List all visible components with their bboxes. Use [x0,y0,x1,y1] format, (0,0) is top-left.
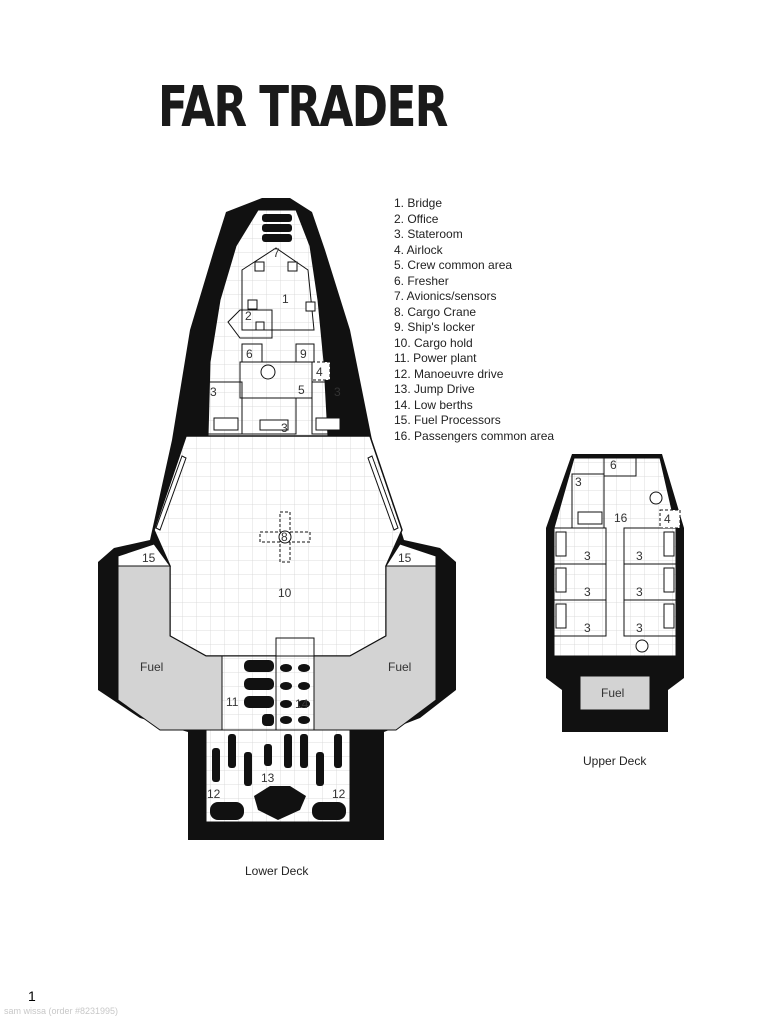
upper-deck-plan: 6 3 16 4 3 3 3 3 3 3 Fuel [546,454,684,732]
power-plant-units [244,660,274,726]
office-room [227,309,273,339]
room-label-13: 13 [261,771,275,785]
upper-room-label-3-r1: 3 [636,549,643,563]
legend-item: 15. Fuel Processors [394,413,501,427]
aft-corridor [275,637,315,657]
upper-fuel-tank [579,675,651,711]
room-label-4: 4 [316,365,323,379]
legend-item: 7. Avionics/sensors [394,289,497,303]
footer-watermark: sam wissa (order #8231995) [4,1006,119,1016]
bridge-room [241,247,315,331]
room-label-3-right: 3 [334,385,341,399]
upper-stateroom-beds [555,511,675,629]
avionics-consoles [262,214,292,242]
page-title: FAR TRADER [158,75,448,140]
passenger-table [649,491,663,505]
upper-room-label-3-l2: 3 [584,585,591,599]
room-label-5: 5 [298,383,305,397]
bridge-seats [247,261,316,312]
room-label-2: 2 [245,309,252,323]
manoeuvre-drive [254,786,306,820]
room-label-15-right: 15 [398,551,412,565]
upper-deck-caption: Upper Deck [583,754,647,768]
room-label-3-left: 3 [210,385,217,399]
upper-deck-room-labels: 6 3 16 4 3 3 3 3 3 3 Fuel [575,458,671,700]
room-label-9: 9 [300,347,307,361]
upper-room-label-3-r2: 3 [636,585,643,599]
legend-item: 13. Jump Drive [394,382,475,396]
cargo-crane-hub [278,530,292,544]
room-label-11: 11 [226,695,239,709]
legend-item: 12. Manoeuvre drive [394,366,504,381]
room-label-14: 14 [295,697,309,711]
legend-item: 3. Stateroom [394,227,463,241]
legend-item: 14. Low berths [394,397,473,412]
upper-fuel-label: Fuel [601,686,624,700]
legend-item: 9. Ship's locker [394,320,475,334]
room-label-8: 8 [281,530,288,544]
upper-fixture [635,639,649,653]
room-label-6: 6 [246,347,253,361]
legend-item: 16. Passengers common area [394,428,555,443]
room-label-15-left: 15 [142,551,156,565]
legend-item: 4. Airlock [394,242,443,257]
room-label-12-right: 12 [332,787,346,801]
legend-item: 2. Office [394,211,439,226]
lower-deck-plan: 7 1 2 6 9 4 5 3 3 3 8 10 15 15 Fuel Fuel… [98,198,456,840]
legend-item: 6. Fresher [394,273,449,288]
upper-room-label-4: 4 [664,512,671,526]
common-table [260,364,276,380]
thruster-nozzles [210,802,346,820]
cargo-hold [153,435,403,657]
fuel-label-right: Fuel [388,660,411,674]
fuel-label-left: Fuel [140,660,163,674]
room-label-12-left: 12 [207,787,221,801]
upper-room-label-3-top: 3 [575,475,582,489]
room-label-3-center: 3 [281,421,288,435]
upper-room-label-16: 16 [614,511,628,525]
upper-room-label-6: 6 [610,458,617,472]
legend-item: 10. Cargo hold [394,335,473,350]
office-desk [255,321,265,331]
low-berth-pods [280,664,310,724]
room-label-10: 10 [278,586,292,600]
room-label-1: 1 [282,292,289,306]
upper-room-label-3-l1: 3 [584,549,591,563]
lower-deck-caption: Lower Deck [245,864,309,878]
hull-side-panel-left [155,455,187,531]
jump-drive-units [212,734,342,786]
stateroom-center [241,397,297,435]
legend-item: 5. Crew common area [394,258,513,272]
room-label-7: 7 [273,246,280,260]
hull-side-panel-right [367,455,399,531]
room-legend: 1. Bridge 2. Office 3. Stateroom 4. Airl… [394,196,554,444]
upper-room-label-3-r3: 3 [636,621,643,635]
upper-staterooms [553,457,677,637]
upper-airlock [659,509,681,529]
stateroom-right [311,381,347,435]
stateroom-beds [213,417,341,431]
legend-item: 1. Bridge [394,196,443,210]
upper-room-label-3-l3: 3 [584,621,591,635]
legend-item: 11. Power plant [394,351,477,365]
lower-deck-room-labels: 7 1 2 6 9 4 5 3 3 3 8 10 15 15 Fuel Fuel… [140,246,412,801]
page-number: 1 [28,988,36,1004]
legend-item: 8. Cargo Crane [394,304,477,319]
